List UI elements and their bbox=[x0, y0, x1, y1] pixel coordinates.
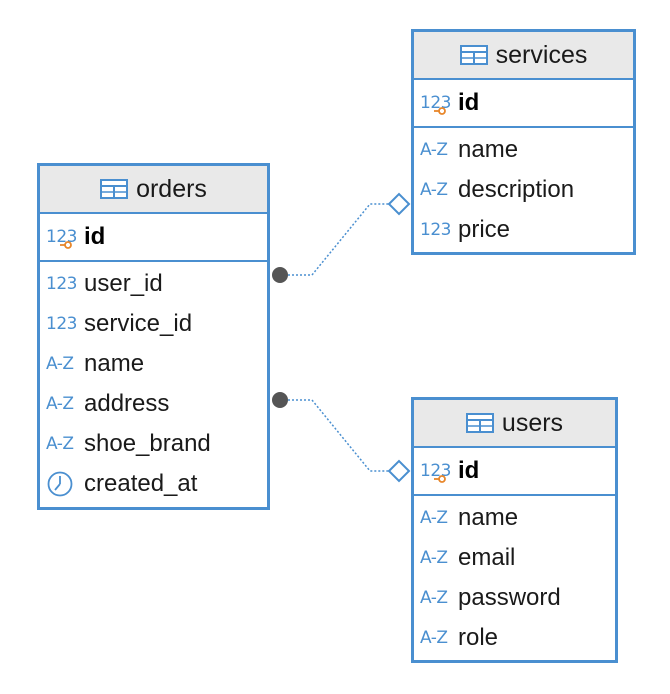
primary-key-row[interactable]: 123 id bbox=[414, 80, 633, 128]
primary-key-row[interactable]: 123 id bbox=[40, 214, 267, 262]
numeric-type-icon: 123 bbox=[420, 461, 451, 483]
table-icon bbox=[465, 413, 494, 433]
table-header[interactable]: users bbox=[414, 400, 615, 448]
text-type-icon: A-Z bbox=[46, 434, 74, 454]
column-name: role bbox=[458, 624, 499, 651]
table-services[interactable]: services 123 id A-Z name A-Z description… bbox=[411, 29, 636, 255]
relation-source-dot bbox=[272, 392, 288, 408]
table-header[interactable]: orders bbox=[40, 166, 267, 214]
column-name: name bbox=[84, 350, 145, 377]
relation-source-dot bbox=[272, 267, 288, 283]
column-name: description bbox=[458, 176, 575, 203]
column-row[interactable]: A-Z name bbox=[414, 498, 615, 538]
relation-target-diamond bbox=[387, 459, 411, 483]
table-name: users bbox=[501, 408, 564, 437]
text-type-icon: A-Z bbox=[46, 354, 74, 374]
table-header[interactable]: services bbox=[414, 32, 633, 80]
numeric-type-icon: 123 bbox=[420, 220, 451, 240]
numeric-type-icon: 123 bbox=[46, 274, 77, 294]
column-row[interactable]: A-Z shoe_brand bbox=[40, 424, 267, 464]
table-name: services bbox=[495, 40, 588, 69]
key-icon bbox=[434, 475, 446, 483]
column-row[interactable]: A-Z name bbox=[414, 130, 633, 170]
table-orders[interactable]: orders 123 id 123 user_id 123 service_id… bbox=[37, 163, 270, 510]
column-name: id bbox=[458, 457, 480, 484]
column-row[interactable]: A-Z address bbox=[40, 384, 267, 424]
column-name: name bbox=[458, 504, 519, 531]
text-type-icon: A-Z bbox=[420, 180, 448, 200]
text-type-icon: A-Z bbox=[420, 140, 448, 160]
column-name: service_id bbox=[84, 310, 193, 337]
column-name: password bbox=[458, 584, 561, 611]
text-type-icon: A-Z bbox=[46, 394, 74, 414]
column-name: shoe_brand bbox=[84, 430, 211, 457]
table-users[interactable]: users 123 id A-Z name A-Z email A-Z pass… bbox=[411, 397, 618, 663]
relation-target-diamond bbox=[387, 192, 411, 216]
column-name: price bbox=[458, 216, 511, 243]
column-row[interactable]: A-Z role bbox=[414, 618, 615, 658]
column-row[interactable]: A-Z password bbox=[414, 578, 615, 618]
column-row[interactable]: A-Z description bbox=[414, 170, 633, 210]
numeric-type-icon: 123 bbox=[46, 314, 77, 334]
column-row[interactable]: created_at bbox=[40, 464, 267, 504]
relation-orders-services[interactable] bbox=[280, 203, 389, 276]
key-icon bbox=[60, 241, 72, 249]
clock-icon bbox=[46, 471, 80, 497]
primary-key-row[interactable]: 123 id bbox=[414, 448, 615, 496]
column-name: id bbox=[458, 89, 480, 116]
column-row[interactable]: 123 user_id bbox=[40, 264, 267, 304]
text-type-icon: A-Z bbox=[420, 588, 448, 608]
table-icon bbox=[100, 179, 129, 199]
column-name: email bbox=[458, 544, 516, 571]
column-row[interactable]: A-Z name bbox=[40, 344, 267, 384]
column-name: created_at bbox=[84, 470, 198, 497]
column-name: id bbox=[84, 223, 106, 250]
numeric-type-icon: 123 bbox=[420, 93, 451, 115]
key-icon bbox=[434, 107, 446, 115]
column-name: user_id bbox=[84, 270, 163, 297]
column-row[interactable]: 123 price bbox=[414, 210, 633, 250]
text-type-icon: A-Z bbox=[420, 508, 448, 528]
table-name: orders bbox=[136, 174, 207, 203]
text-type-icon: A-Z bbox=[420, 628, 448, 648]
relation-orders-users[interactable] bbox=[280, 399, 389, 472]
column-name: name bbox=[458, 136, 519, 163]
column-name: address bbox=[84, 390, 170, 417]
column-row[interactable]: 123 service_id bbox=[40, 304, 267, 344]
table-icon bbox=[459, 45, 488, 65]
numeric-type-icon: 123 bbox=[46, 227, 77, 249]
text-type-icon: A-Z bbox=[420, 548, 448, 568]
column-row[interactable]: A-Z email bbox=[414, 538, 615, 578]
